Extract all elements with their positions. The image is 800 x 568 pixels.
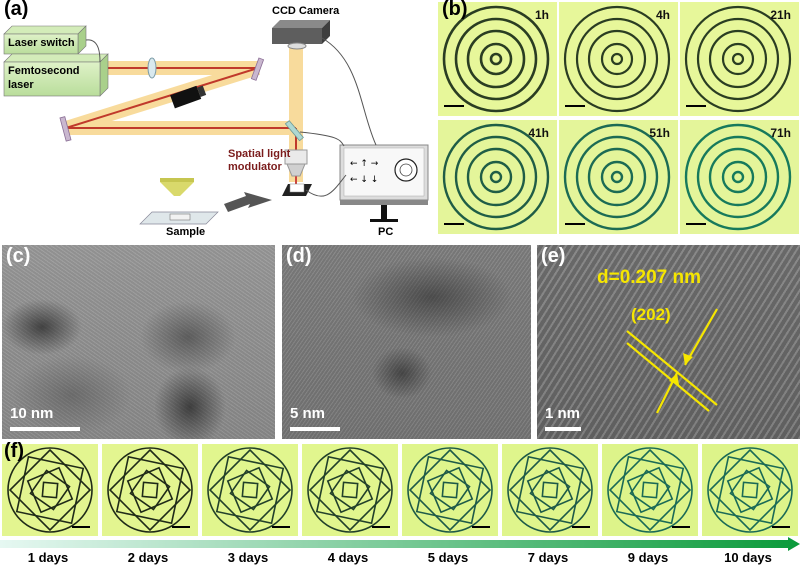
svg-text:← ↓ ↓: ← ↓ ↓ — [350, 175, 378, 185]
lattice-annotation — [626, 308, 718, 414]
concentric-rings — [442, 5, 550, 113]
concentric-rings — [563, 123, 671, 231]
ring-cell-6: 71h — [680, 120, 799, 234]
day-label: 1 days — [27, 550, 69, 565]
ring-time-label: 1h — [534, 8, 549, 22]
panel-f-label: (f) — [4, 440, 24, 462]
rose-pattern — [307, 447, 393, 533]
panel-a-label: (a) — [4, 0, 29, 20]
scale-bar-label: 1 nm — [545, 405, 581, 422]
scale-bar-label: 5 nm — [290, 405, 326, 422]
scale-bar — [290, 427, 340, 431]
laser-switch-box — [3, 25, 87, 55]
ring-time-label: 21h — [770, 8, 791, 22]
optical-setup-diagram: ← ↑ → ← ↓ ↓ — [3, 20, 429, 225]
rose-pattern — [407, 447, 493, 533]
pc-label: PC — [378, 226, 394, 238]
ring-cell-3: 21h — [680, 2, 799, 116]
plane-label: (202) — [631, 305, 671, 324]
concentric-rings — [684, 123, 792, 231]
slm-label: Spatial light modulator — [228, 148, 291, 173]
ring-time-label: 71h — [770, 126, 791, 140]
laser-switch-label: Laser switch — [8, 37, 75, 49]
pattern-cell-5 — [402, 444, 498, 536]
panel-e-tem-image: (e) d=0.207 nm (202) 1 nm — [537, 245, 800, 439]
rose-pattern — [507, 447, 593, 533]
ring-cell-1: 1h — [438, 2, 557, 116]
pattern-cell-4 — [302, 444, 398, 536]
ccd-camera-shape — [272, 20, 330, 50]
panel-c-tem-image: (c) 10 nm — [2, 245, 275, 439]
panel-e-label: (e) — [541, 245, 566, 267]
day-label: 3 days — [227, 550, 269, 565]
rose-pattern — [7, 447, 93, 533]
pattern-cell-1 — [2, 444, 98, 536]
svg-text:← ↑ →: ← ↑ → — [350, 159, 379, 169]
pc-monitor: ← ↑ → ← ↓ ↓ — [339, 144, 429, 222]
pattern-cell-6 — [502, 444, 598, 536]
pattern-cell-8 — [702, 444, 798, 536]
pattern-cell-7 — [602, 444, 698, 536]
rose-pattern — [207, 447, 293, 533]
timeline-arrow — [0, 537, 800, 551]
day-label: 5 days — [427, 550, 469, 565]
day-label: 2 days — [127, 550, 169, 565]
scale-bar-label: 10 nm — [10, 405, 54, 422]
panel-b-label: (b) — [442, 0, 468, 20]
rose-pattern — [707, 447, 793, 533]
ring-cell-2: 4h — [559, 2, 678, 116]
d-spacing-label: d=0.207 nm — [597, 267, 702, 288]
day-label: 4 days — [327, 550, 369, 565]
panel-c-label: (c) — [6, 245, 31, 267]
ring-time-label: 51h — [649, 126, 670, 140]
day-label: 10 days — [724, 550, 772, 565]
pattern-cell-3 — [202, 444, 298, 536]
sample-slide — [139, 211, 219, 225]
objective-shape — [284, 149, 308, 186]
day-label: 7 days — [527, 550, 569, 565]
concentric-rings — [563, 5, 671, 113]
panel-a: ← ↑ → ← ↓ ↓ (a) Laser switch Femtosecond… — [0, 0, 432, 240]
scale-bar — [10, 427, 80, 431]
ring-time-label: 4h — [655, 8, 670, 22]
panel-d-label: (d) — [286, 245, 312, 267]
ring-cell-4: 41h — [438, 120, 557, 234]
rose-pattern — [107, 447, 193, 533]
ring-cell-5: 51h — [559, 120, 678, 234]
concentric-rings — [684, 5, 792, 113]
ring-time-label: 41h — [528, 126, 549, 140]
pattern-cell-2 — [102, 444, 198, 536]
sample-label: Sample — [166, 226, 206, 238]
scale-bar — [545, 427, 581, 431]
femtosecond-laser-label: Femtosecond laser — [8, 65, 80, 91]
panel-d-tem-image: (d) 5 nm — [282, 245, 531, 439]
femtosecond-laser-box — [3, 53, 109, 97]
panel-b: 1h 4h 21h 41h 51h 71h (b) — [436, 0, 800, 240]
concentric-rings — [442, 123, 550, 231]
rose-pattern — [607, 447, 693, 533]
day-label: 9 days — [627, 550, 669, 565]
ccd-camera-label: CCD Camera — [272, 5, 340, 17]
